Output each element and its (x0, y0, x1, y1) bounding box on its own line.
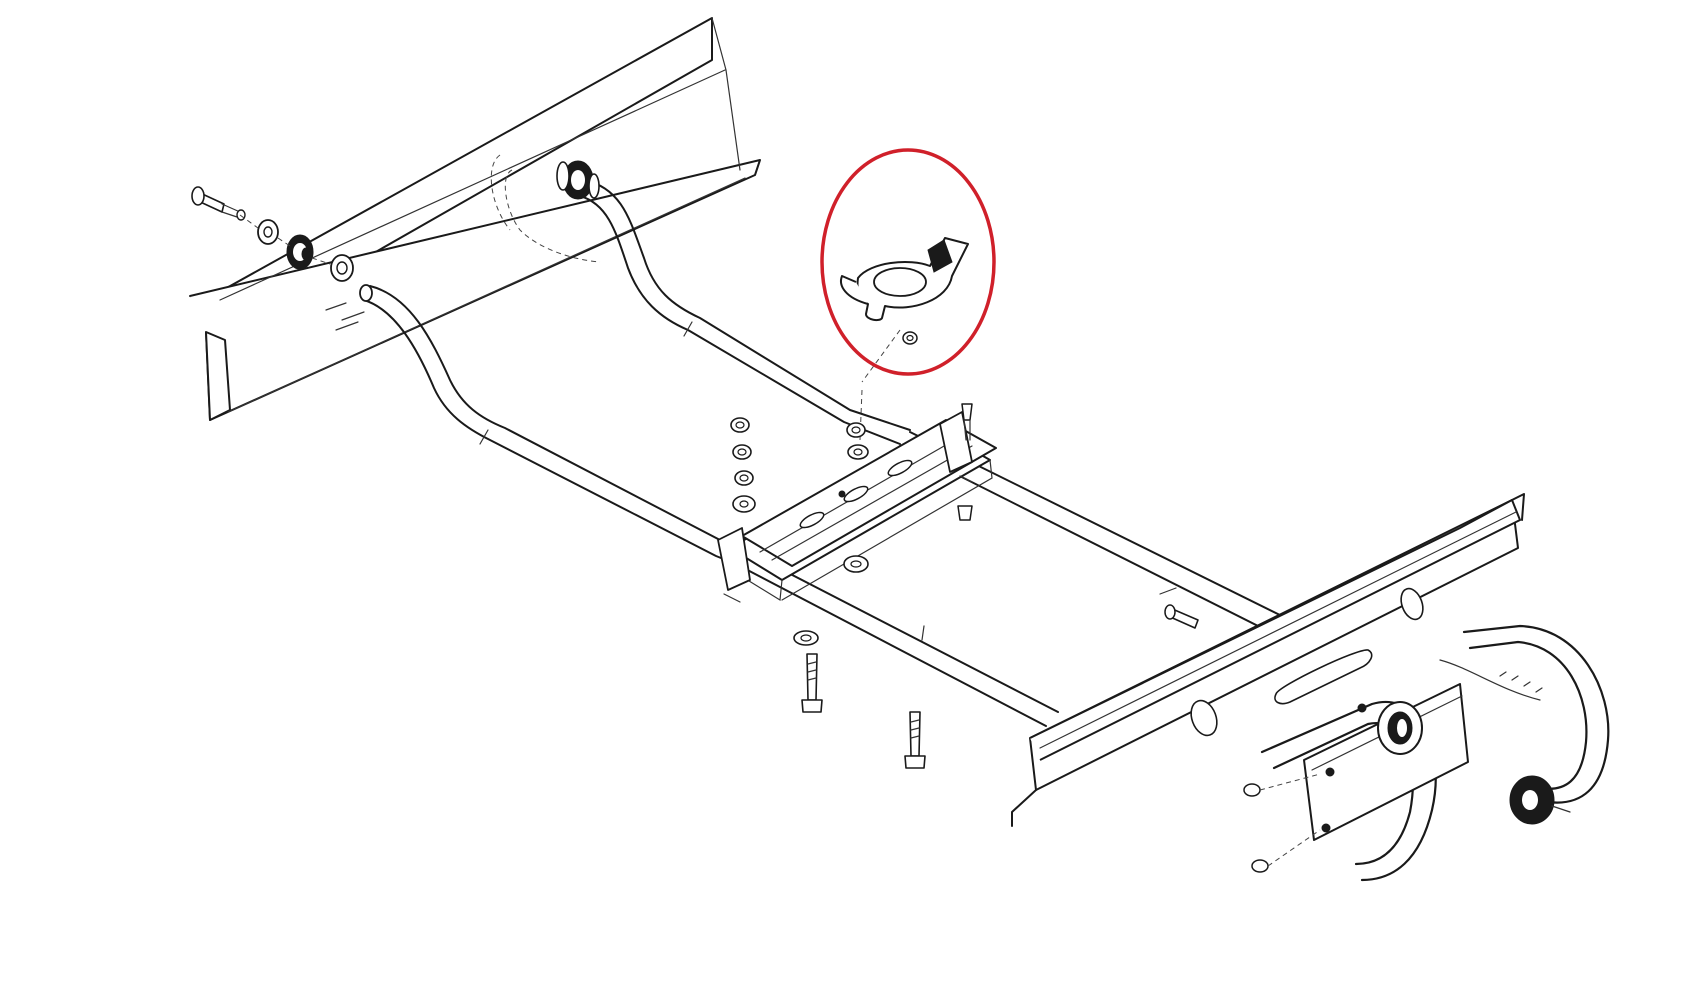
hex-bolt (1164, 604, 1199, 629)
rear-angle-bracket (189, 17, 761, 421)
front-angle-bracket (1011, 493, 1525, 827)
assembly-leaders (239, 154, 901, 441)
hex-nut (793, 422, 869, 646)
bar-bushing (286, 234, 314, 270)
knob-wheel (1509, 775, 1571, 825)
pivot-bolt (191, 186, 246, 221)
hex-bolt (904, 711, 926, 769)
hex-bolt (957, 403, 973, 521)
hex-bolt (801, 653, 823, 713)
center-mounting-plate (717, 411, 997, 603)
washer (257, 219, 279, 245)
hitch-loop-frame (1243, 624, 1610, 882)
hex-nut (730, 417, 756, 513)
bar-bushing (556, 160, 600, 200)
anti-roll-bar (359, 179, 911, 565)
highlight-circle (820, 148, 996, 376)
washer (330, 254, 354, 282)
u-clip-retainer (840, 237, 969, 345)
